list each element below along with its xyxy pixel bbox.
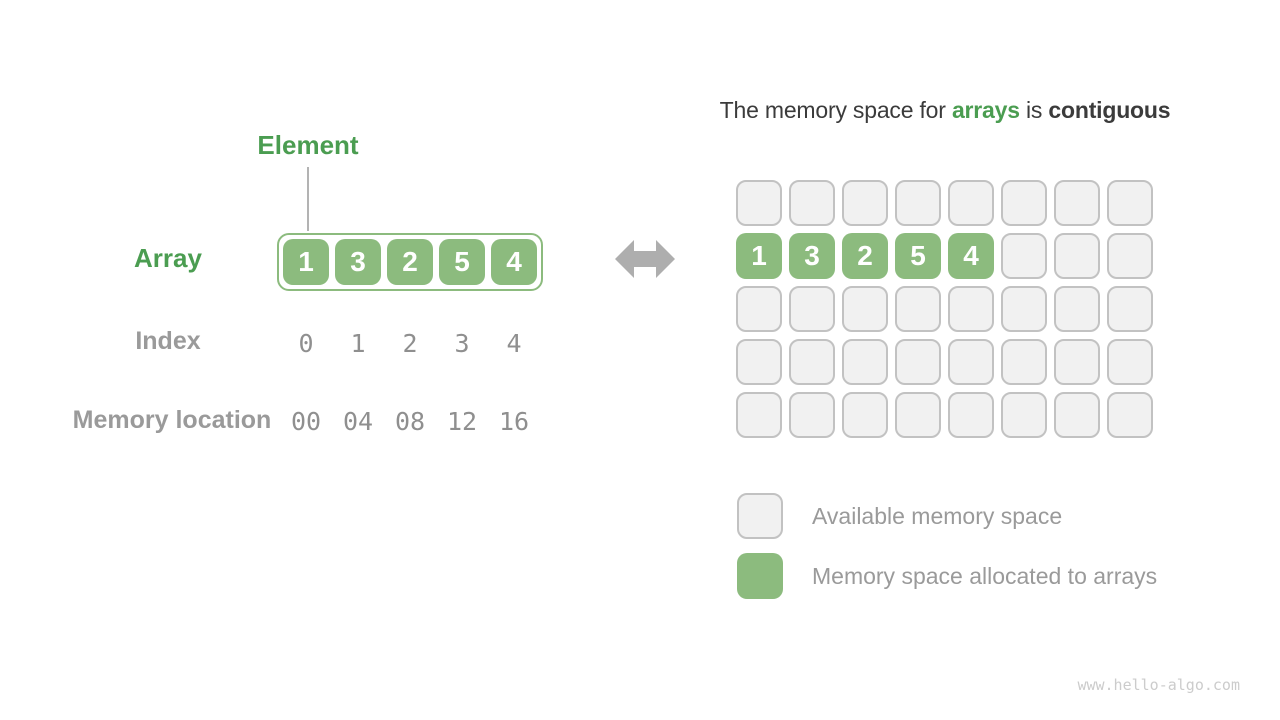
index-value: 4 xyxy=(506,329,522,358)
available-memory-cell xyxy=(1107,180,1153,226)
available-memory-cell xyxy=(1054,233,1100,279)
available-memory-cell xyxy=(948,339,994,385)
available-memory-cell xyxy=(1054,339,1100,385)
available-memory-cell xyxy=(1001,339,1047,385)
available-memory-cell xyxy=(1001,286,1047,332)
available-memory-cell xyxy=(1107,286,1153,332)
array-cell: 5 xyxy=(439,239,485,285)
legend: Available memory space Memory space allo… xyxy=(737,493,1157,613)
available-memory-cell xyxy=(789,392,835,438)
memory-location-value: 08 xyxy=(394,407,426,436)
available-memory-cell xyxy=(895,339,941,385)
available-memory-cell xyxy=(948,286,994,332)
available-memory-cell xyxy=(842,286,888,332)
allocated-memory-cell: 2 xyxy=(842,233,888,279)
index-label: Index xyxy=(135,327,201,355)
watermark: www.hello-algo.com xyxy=(1077,676,1240,694)
title-highlight-arrays: arrays xyxy=(951,97,1020,123)
element-pointer-line xyxy=(307,167,309,231)
available-memory-cell xyxy=(1054,286,1100,332)
legend-row-available: Available memory space xyxy=(737,493,1157,539)
available-memory-cell xyxy=(948,392,994,438)
array-cell: 3 xyxy=(335,239,381,285)
memory-location-value: 12 xyxy=(446,407,478,436)
legend-label-allocated: Memory space allocated to arrays xyxy=(812,562,1158,589)
available-memory-cell xyxy=(842,339,888,385)
available-memory-cell xyxy=(1107,392,1153,438)
available-memory-cell xyxy=(895,180,941,226)
available-memory-cell xyxy=(789,180,835,226)
memory-panel-title: The memory space for arrays is contiguou… xyxy=(650,97,1240,124)
index-value: 2 xyxy=(402,329,418,358)
allocated-memory-swatch xyxy=(737,553,783,599)
title-text-is: is xyxy=(1019,97,1049,123)
available-memory-cell xyxy=(842,392,888,438)
index-value: 1 xyxy=(350,329,366,358)
element-label: Element xyxy=(257,130,359,160)
available-memory-cell xyxy=(789,286,835,332)
index-value: 3 xyxy=(454,329,470,358)
allocated-memory-cell: 5 xyxy=(895,233,941,279)
title-text: The memory space for xyxy=(719,97,952,123)
memory-location-value: 00 xyxy=(290,407,322,436)
memory-location-value: 16 xyxy=(498,407,530,436)
array-cell: 4 xyxy=(491,239,537,285)
allocated-memory-cell: 3 xyxy=(789,233,835,279)
allocated-memory-cell: 4 xyxy=(948,233,994,279)
available-memory-cell xyxy=(1001,392,1047,438)
left-right-arrow-icon xyxy=(615,237,675,281)
available-memory-cell xyxy=(1054,392,1100,438)
available-memory-cell xyxy=(736,286,782,332)
available-memory-cell xyxy=(842,180,888,226)
available-memory-cell xyxy=(1001,180,1047,226)
index-values-row: 0 1 2 3 4 xyxy=(280,329,540,359)
allocated-memory-cell: 1 xyxy=(736,233,782,279)
memory-location-values-row: 00 04 08 12 16 xyxy=(280,407,540,437)
available-memory-cell xyxy=(948,180,994,226)
available-memory-cell xyxy=(736,180,782,226)
available-memory-cell xyxy=(895,392,941,438)
available-memory-cell xyxy=(895,286,941,332)
available-memory-swatch xyxy=(737,493,783,539)
available-memory-cell xyxy=(1107,233,1153,279)
legend-label-available: Available memory space xyxy=(812,502,1063,529)
title-bold-contiguous: contiguous xyxy=(1048,97,1171,123)
index-value: 0 xyxy=(298,329,314,358)
available-memory-cell xyxy=(736,339,782,385)
array-cell: 2 xyxy=(387,239,433,285)
memory-location-label: Memory location xyxy=(72,406,272,434)
memory-location-value: 04 xyxy=(342,407,374,436)
available-memory-cell xyxy=(1054,180,1100,226)
array-label: Array xyxy=(134,243,202,273)
available-memory-cell xyxy=(1107,339,1153,385)
available-memory-cell xyxy=(789,339,835,385)
available-memory-cell xyxy=(736,392,782,438)
available-memory-cell xyxy=(1001,233,1047,279)
legend-row-allocated: Memory space allocated to arrays xyxy=(737,553,1157,599)
array-cell: 1 xyxy=(283,239,329,285)
